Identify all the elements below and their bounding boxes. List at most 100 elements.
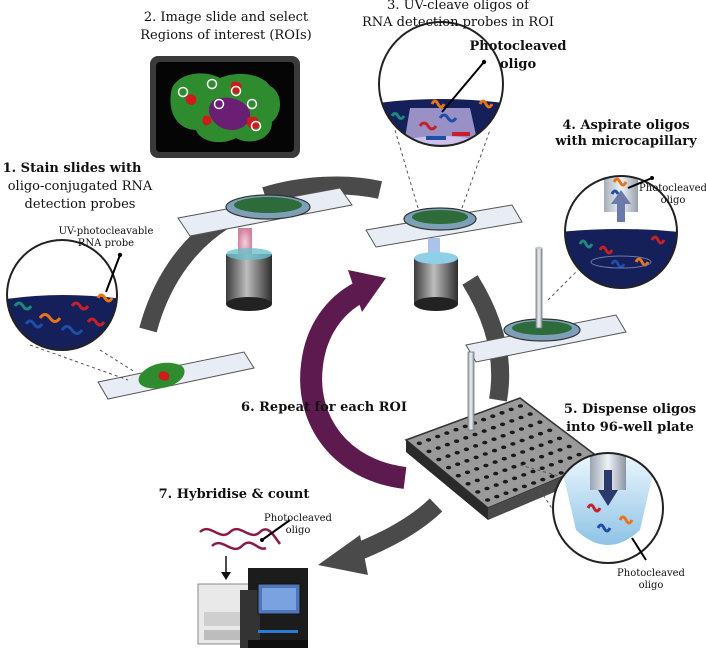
well — [520, 461, 526, 466]
glass-slide-icon — [365, 204, 523, 248]
well — [453, 427, 459, 432]
well — [528, 423, 534, 428]
well — [548, 451, 554, 456]
well — [511, 476, 518, 481]
glass-slide-icon — [97, 351, 255, 400]
step1-line1: 1. Stain slides with — [3, 161, 142, 176]
well — [519, 438, 525, 443]
well — [537, 420, 543, 425]
step1-line2: oligo-conjugated RNA — [8, 179, 153, 194]
step-label-6: 6. Repeat for each ROI — [241, 400, 407, 415]
well — [539, 454, 545, 459]
photocleaved-s7-line2: oligo — [286, 525, 311, 536]
well — [436, 457, 442, 462]
photocleaved-top-line1: Photocleaved — [469, 39, 566, 54]
well — [530, 469, 536, 474]
well — [558, 459, 564, 464]
well — [435, 434, 441, 439]
well — [520, 450, 526, 454]
photocleaved-s4-line2: oligo — [661, 195, 686, 206]
well — [426, 449, 432, 454]
well — [435, 446, 441, 450]
well — [454, 450, 460, 455]
well — [500, 422, 506, 427]
well — [556, 436, 563, 441]
well — [529, 458, 536, 462]
well — [490, 425, 496, 430]
step4-line1: 4. Aspirate oligos — [562, 118, 689, 133]
step2-line1: 2. Image slide and select — [144, 10, 309, 25]
step-label-5: 5. Dispense oligos into 96-well plate — [564, 402, 696, 435]
well — [490, 414, 496, 419]
well — [548, 463, 555, 467]
well — [463, 447, 469, 452]
well — [483, 475, 490, 479]
well — [474, 478, 480, 483]
step5-line1: 5. Dispense oligos — [564, 402, 696, 417]
cycle-arrow-top — [262, 176, 383, 205]
photocleaved-top-line2: oligo — [500, 57, 537, 72]
cycle-arrow-bottom — [346, 498, 443, 564]
well — [547, 440, 553, 444]
well — [475, 490, 481, 494]
well — [529, 446, 535, 451]
well — [500, 434, 506, 438]
well — [464, 470, 471, 475]
well — [528, 435, 534, 439]
well — [444, 442, 450, 447]
well — [509, 419, 515, 423]
well — [503, 491, 509, 496]
step4-line2: with microcapillary — [554, 134, 697, 149]
well — [499, 411, 505, 415]
well — [518, 415, 524, 420]
well — [493, 471, 499, 476]
photocleaved-s4-line1: Photocleaved — [639, 183, 706, 194]
well — [472, 432, 478, 437]
well — [465, 482, 471, 486]
well — [483, 463, 489, 468]
well — [493, 483, 499, 487]
uv-probe-callout: UV-photocleavable RNA probe — [59, 226, 154, 249]
well — [494, 494, 500, 499]
repeat-arrowhead — [348, 270, 386, 312]
step5-line2: into 96-well plate — [566, 420, 694, 435]
photocleaved-callout-s4: Photocleaved oligo — [639, 183, 706, 206]
step1-line3: detection probes — [25, 197, 136, 212]
well — [425, 438, 432, 442]
well — [502, 479, 508, 484]
repeat-arrow — [300, 282, 407, 489]
photocleaved-s5-line2: oligo — [639, 580, 664, 591]
step-label-7: 7. Hybridise & count — [159, 487, 310, 502]
well — [416, 441, 422, 446]
well — [509, 430, 515, 435]
well — [549, 474, 555, 479]
well — [521, 484, 528, 489]
microcapillary-icon — [467, 351, 475, 431]
well — [491, 437, 497, 442]
well — [539, 466, 545, 471]
well — [518, 427, 525, 431]
well — [502, 468, 508, 473]
well — [501, 445, 507, 450]
well — [576, 452, 582, 457]
oligo-strands — [199, 527, 282, 551]
well — [557, 448, 563, 452]
sequencer-instrument-icon — [197, 568, 308, 648]
cycle-arrow-left-top — [139, 212, 230, 333]
well — [538, 443, 544, 448]
photocleaved-s7-line1: Photocleaved — [264, 513, 332, 524]
step-label-1: 1. Stain slides with oligo-conjugated RN… — [3, 161, 153, 212]
well — [454, 439, 460, 444]
well — [531, 481, 537, 485]
well — [512, 488, 518, 492]
well — [521, 473, 527, 477]
well — [446, 465, 452, 470]
monitor-icon — [150, 56, 300, 158]
well — [527, 412, 533, 416]
well — [455, 462, 461, 467]
photocleaved-callout-s7: Photocleaved oligo — [264, 513, 332, 536]
well — [540, 477, 546, 482]
photocleaved-callout-s5: Photocleaved oligo — [617, 568, 685, 591]
well — [508, 407, 514, 412]
